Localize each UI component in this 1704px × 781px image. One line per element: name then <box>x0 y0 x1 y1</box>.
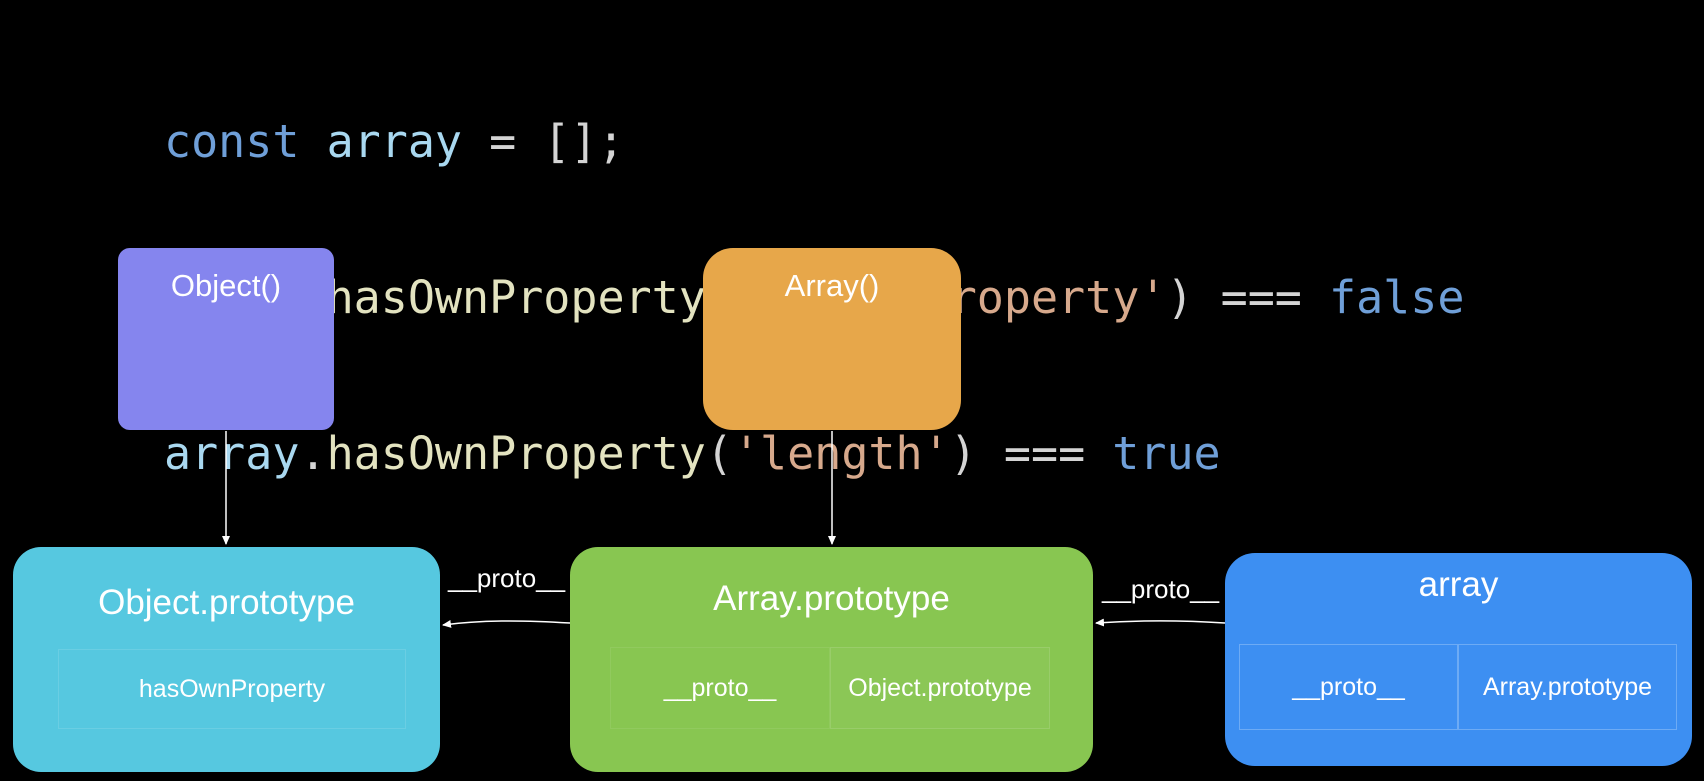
node-title: Object() <box>170 268 282 303</box>
code-line-1: const array = []; <box>164 116 1464 168</box>
code-variable: array <box>164 427 300 480</box>
code-function: hasOwnProperty <box>326 271 706 324</box>
property-value-cell: Object.prototype <box>830 647 1050 729</box>
code-operator: === <box>976 427 1113 480</box>
code-boolean: false <box>1329 271 1465 324</box>
array-constructor-node: Array() <box>703 248 961 430</box>
object-prototype-node: Object.prototype hasOwnProperty <box>13 547 440 772</box>
code-paren-open: ( <box>705 427 733 480</box>
code-function: hasOwnProperty <box>326 427 706 480</box>
code-boolean: true <box>1112 427 1221 480</box>
code-keyword: const <box>164 115 300 168</box>
code-dot: . <box>299 427 327 480</box>
node-title: Array.prototype <box>713 579 950 618</box>
property-cell: hasOwnProperty <box>58 649 406 729</box>
node-title: Array() <box>784 268 880 303</box>
code-line-3: array.hasOwnProperty('length') === true <box>164 428 1464 480</box>
arrow-arrproto-to-objproto <box>442 619 571 628</box>
property-value-cell: Array.prototype <box>1458 644 1677 730</box>
array-prototype-node: Array.prototype __proto__ Object.prototy… <box>570 547 1093 772</box>
object-constructor-node: Object() <box>118 248 334 430</box>
code-string: 'length' <box>732 427 950 480</box>
edge-label-proto-left: __proto__ <box>448 563 566 593</box>
code-operator: === <box>1193 271 1329 324</box>
code-paren-close: ) <box>949 427 977 480</box>
code-variable: array <box>326 115 463 168</box>
array-instance-node: array __proto__ Array.prototype <box>1225 553 1692 766</box>
property-key-cell: __proto__ <box>610 647 830 729</box>
node-title: Object.prototype <box>98 583 355 622</box>
code-operator: = []; <box>462 115 625 168</box>
code-paren-close: ) <box>1166 271 1194 324</box>
property-key-cell: __proto__ <box>1239 644 1458 730</box>
arrow-array-to-arrproto <box>1095 618 1226 627</box>
node-title: array <box>1418 565 1499 604</box>
edge-label-proto-right: __proto__ <box>1102 574 1220 604</box>
